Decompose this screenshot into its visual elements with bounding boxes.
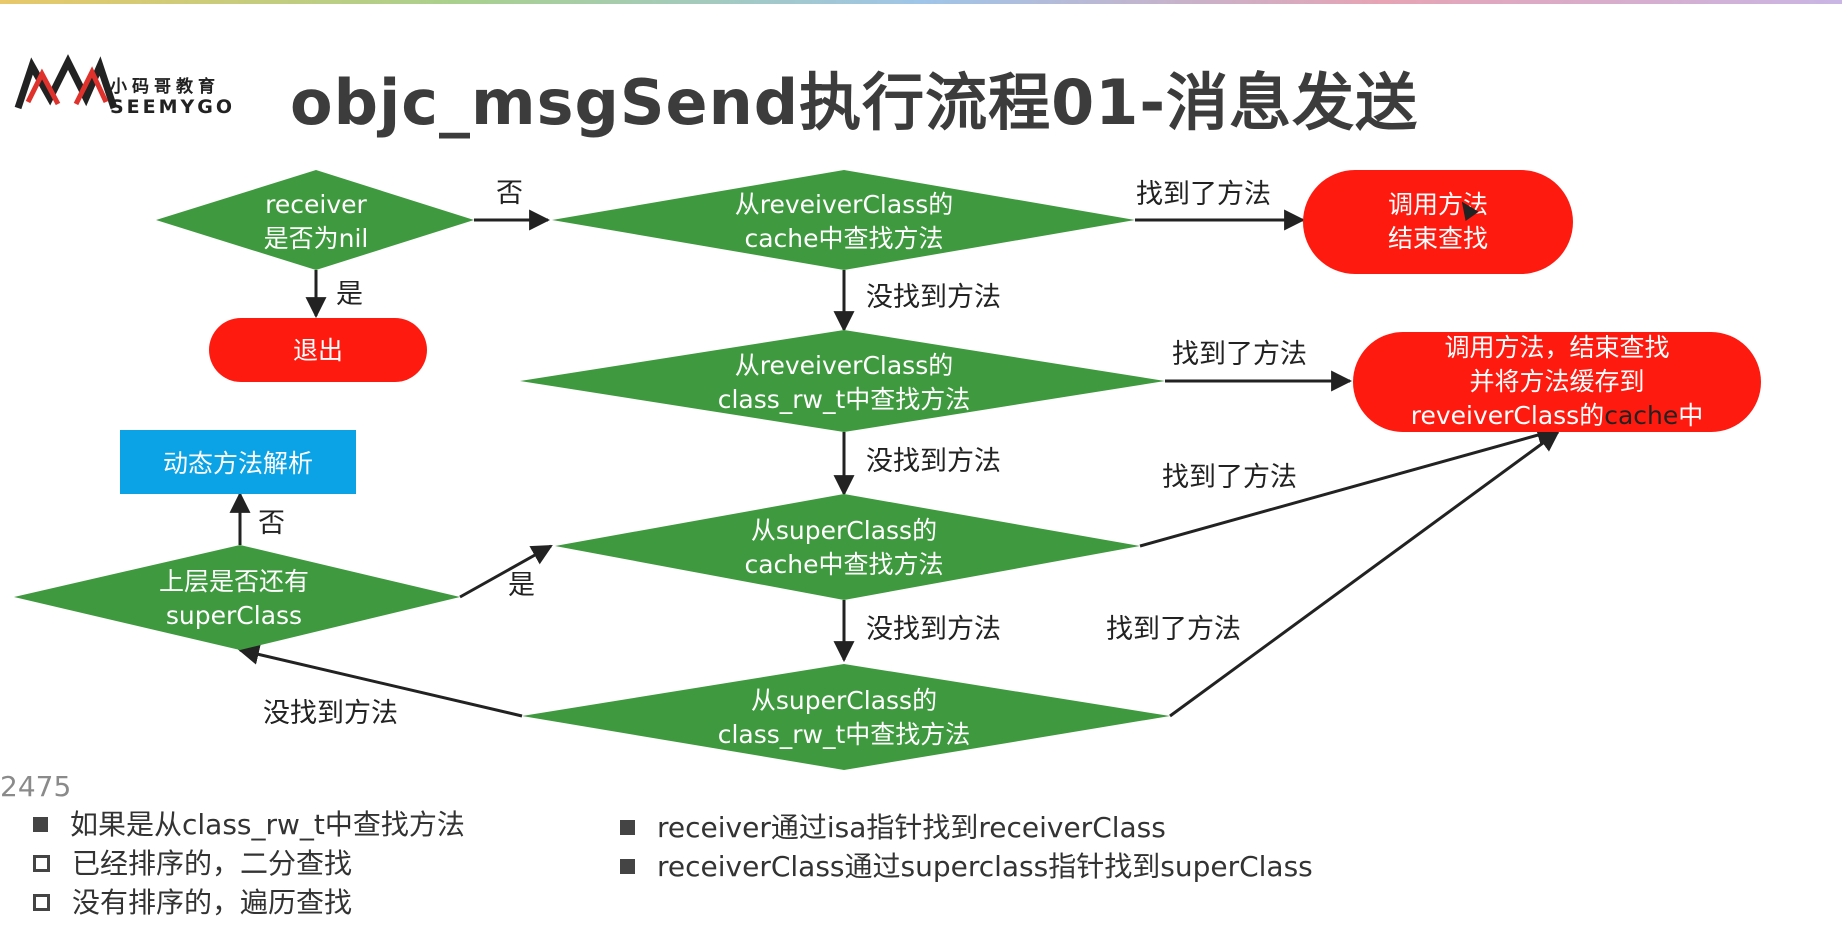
label-found-3: 找到了方法 [1162,462,1297,493]
super-rw-text-2: class_rw_t中查找方法 [718,720,971,749]
logo-chinese-text: 小码哥教育 [110,77,220,97]
super-cache-text-2: cache中查找方法 [744,550,943,579]
counter-text: 2475 [0,770,72,803]
notes-left: 如果是从class_rw_t中查找方法 已经排序的，二分查找 没有排序的，遍历查… [33,805,465,922]
label-no-1: 否 [496,178,523,209]
call-cache-text-3: reveiverClass的cache中 [1411,401,1704,430]
box-dynamic-resolution [120,430,356,494]
hollow-bullet-icon [33,855,50,872]
arrow-super-rw-to-has-super [237,644,523,718]
call-cache-text-3b: cache [1604,401,1678,430]
terminal-call-method [1303,170,1573,274]
decision-receiver-class-rw-t [520,330,1165,432]
note-right-text: receiverClass通过superclass指针找到superClass [657,850,1313,883]
note-left-item: 没有排序的，遍历查找 [33,883,465,922]
label-notfound-2: 没找到方法 [866,446,1001,477]
label-yes-1: 是 [336,279,363,310]
arrow-has-super-to-super-cache [459,544,553,599]
cache-text-2: cache中查找方法 [744,224,943,253]
label-found-2: 找到了方法 [1172,339,1307,370]
label-notfound-3: 没找到方法 [866,614,1001,645]
decision-receiver-cache [552,170,1135,270]
note-left-text: 如果是从class_rw_t中查找方法 [70,808,465,841]
label-found-1: 找到了方法 [1136,179,1271,210]
note-right-text: receiver通过isa指针找到receiverClass [657,811,1166,844]
note-left-item: 已经排序的，二分查找 [33,844,465,883]
terminal-call-and-cache [1353,332,1761,432]
call-text-1: 调用方法 [1388,190,1488,219]
super-cache-text-1: 从superClass的 [751,516,937,545]
has-super-text-2: superClass [166,601,302,630]
flowchart: receiver 是否为nil 从reveiverClass的 cache中查找… [14,170,1761,770]
arrow-super-cache-to-call-cache [1139,424,1559,548]
has-super-text-1: 上层是否还有 [159,567,309,596]
call-cache-text-2: 并将方法缓存到 [1469,367,1644,396]
note-left-text: 已经排序的，二分查找 [72,847,353,880]
notes-right: receiver通过isa指针找到receiverClass receiverC… [620,808,1313,886]
call-text-2: 结束查找 [1388,224,1488,253]
call-cache-text-3a: reveiverClass的 [1411,401,1604,430]
page-title: objc_msgSend执行流程01-消息发送 [290,66,1419,139]
top-color-bar [0,0,1842,4]
call-cache-text-1: 调用方法，结束查找 [1444,333,1669,362]
rw-text-2: class_rw_t中查找方法 [718,385,971,414]
logo-mark-icon [14,54,118,110]
connectors [229,209,1560,718]
hollow-bullet-icon [33,894,50,911]
dynamic-text: 动态方法解析 [163,449,313,478]
rw-text-1: 从reveiverClass的 [735,351,953,380]
label-yes-2: 是 [508,570,535,601]
filled-bullet-icon [620,820,635,835]
decision-superclass-cache [555,494,1140,600]
label-no-2: 否 [258,508,285,539]
decision-superclass-class-rw-t [522,664,1170,770]
decision-receiver-nil [156,170,474,270]
cache-text-1: 从reveiverClass的 [735,190,953,219]
label-notfound-4: 没找到方法 [263,698,398,729]
note-left-item: 如果是从class_rw_t中查找方法 [33,805,465,844]
filled-bullet-icon [33,817,48,832]
label-notfound-1: 没找到方法 [866,282,1001,313]
receiver-text-1: receiver [265,190,367,219]
call-cache-text-3c: 中 [1678,401,1703,430]
decision-has-superclass [14,545,460,650]
super-rw-text-1: 从superClass的 [751,686,937,715]
label-found-4: 找到了方法 [1106,614,1241,645]
filled-bullet-icon [620,859,635,874]
note-right-item: receiver通过isa指针找到receiverClass [620,808,1313,847]
note-left-text: 没有排序的，遍历查找 [72,886,353,919]
note-right-item: receiverClass通过superclass指针找到superClass [620,847,1313,886]
exit-text: 退出 [293,336,343,365]
terminal-exit [209,318,427,382]
arrow-super-rw-to-call-cache [1169,430,1560,718]
logo-english-text: SEEMYGO [110,96,236,118]
receiver-text-2: 是否为nil [264,224,369,253]
